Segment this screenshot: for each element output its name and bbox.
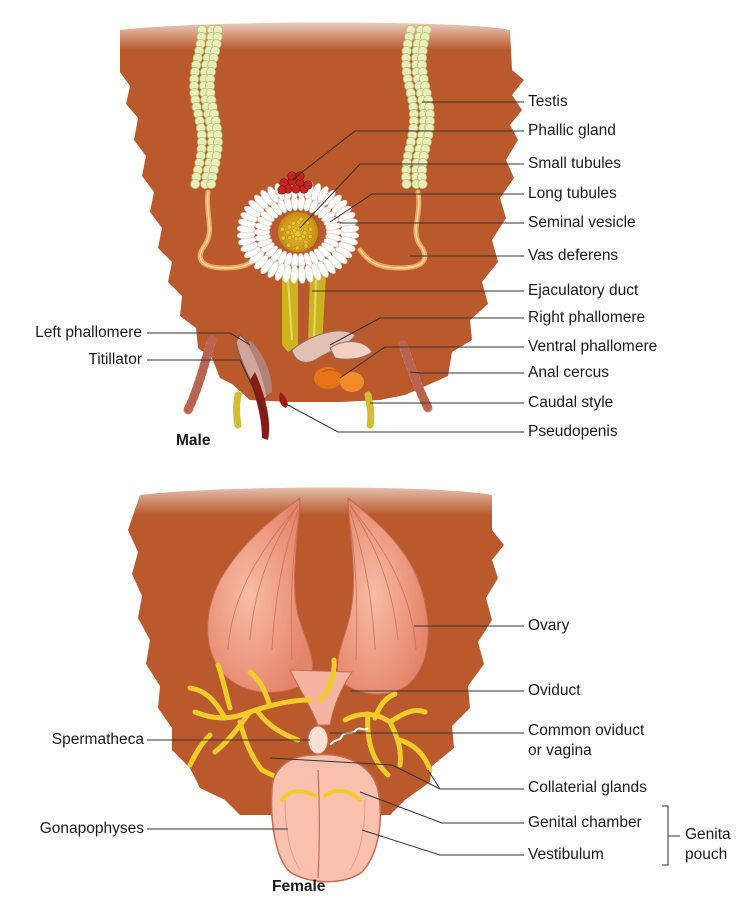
label-phallic-gland: Phallic gland — [528, 122, 616, 140]
label-genital-pouch-1: Genita — [685, 826, 731, 844]
label-gonapophyses: Gonapophyses — [40, 820, 144, 838]
label-titillator: Titillator — [88, 351, 142, 369]
label-common-oviduct: Common oviduct — [528, 722, 644, 740]
label-or-vagina: or vagina — [528, 742, 592, 760]
label-oviduct: Oviduct — [528, 682, 581, 700]
label-testis: Testis — [528, 93, 568, 111]
genital-pouch-bracket — [662, 806, 680, 865]
vestibulum — [272, 755, 381, 882]
testis-follicle — [191, 179, 200, 188]
label-ejaculatory-duct: Ejaculatory duct — [528, 282, 638, 300]
label-genital-pouch-2: pouch — [685, 846, 727, 864]
phallic-gland-lobe — [292, 185, 300, 193]
label-anal-cercus: Anal cercus — [528, 364, 609, 382]
small-tubule — [280, 227, 284, 231]
small-tubule — [308, 234, 312, 238]
small-tubule — [304, 244, 308, 248]
label-spermatheca: Spermatheca — [52, 731, 144, 749]
small-tubule — [286, 230, 290, 234]
small-tubule — [292, 229, 296, 233]
small-tubule — [287, 243, 291, 247]
leader-line — [428, 770, 524, 789]
label-vestibulum: Vestibulum — [528, 846, 604, 864]
label-left-phallomere: Left phallomere — [35, 324, 142, 342]
label-long-tubules: Long tubules — [528, 185, 617, 203]
testis-follicle — [402, 179, 411, 188]
label-collaterial-glands: Collaterial glands — [528, 779, 647, 797]
label-right-phallomere: Right phallomere — [528, 309, 645, 327]
small-tubule — [291, 221, 295, 225]
label-genital-chamber: Genital chamber — [528, 814, 642, 832]
small-tubule — [303, 231, 307, 235]
caption-female: Female — [272, 878, 325, 896]
phallic-gland-lobe — [278, 186, 286, 194]
leader-line — [362, 830, 524, 855]
small-tubule — [287, 225, 291, 229]
small-tubule — [308, 227, 312, 231]
small-tubule — [295, 246, 299, 250]
small-tubule — [288, 236, 292, 240]
label-vas-deferens: Vas deferens — [528, 247, 618, 265]
testis-follicle — [418, 179, 427, 188]
label-ovary: Ovary — [528, 617, 569, 635]
small-tubule — [299, 217, 303, 221]
caption-male: Male — [176, 432, 210, 450]
spermatheca — [308, 726, 328, 754]
label-caudal-style: Caudal style — [528, 394, 613, 412]
small-tubule — [281, 236, 285, 240]
label-small-tubules: Small tubules — [528, 155, 621, 173]
label-seminal-vesicle: Seminal vesicle — [528, 214, 636, 232]
testis-follicle — [207, 179, 216, 188]
label-pseudopenis: Pseudopenis — [528, 423, 618, 441]
label-ventral-phallomere: Ventral phallomere — [528, 338, 657, 356]
phallic-gland-lobe — [304, 181, 312, 189]
phallic-gland-lobe — [288, 172, 296, 180]
leader-line — [286, 404, 524, 432]
